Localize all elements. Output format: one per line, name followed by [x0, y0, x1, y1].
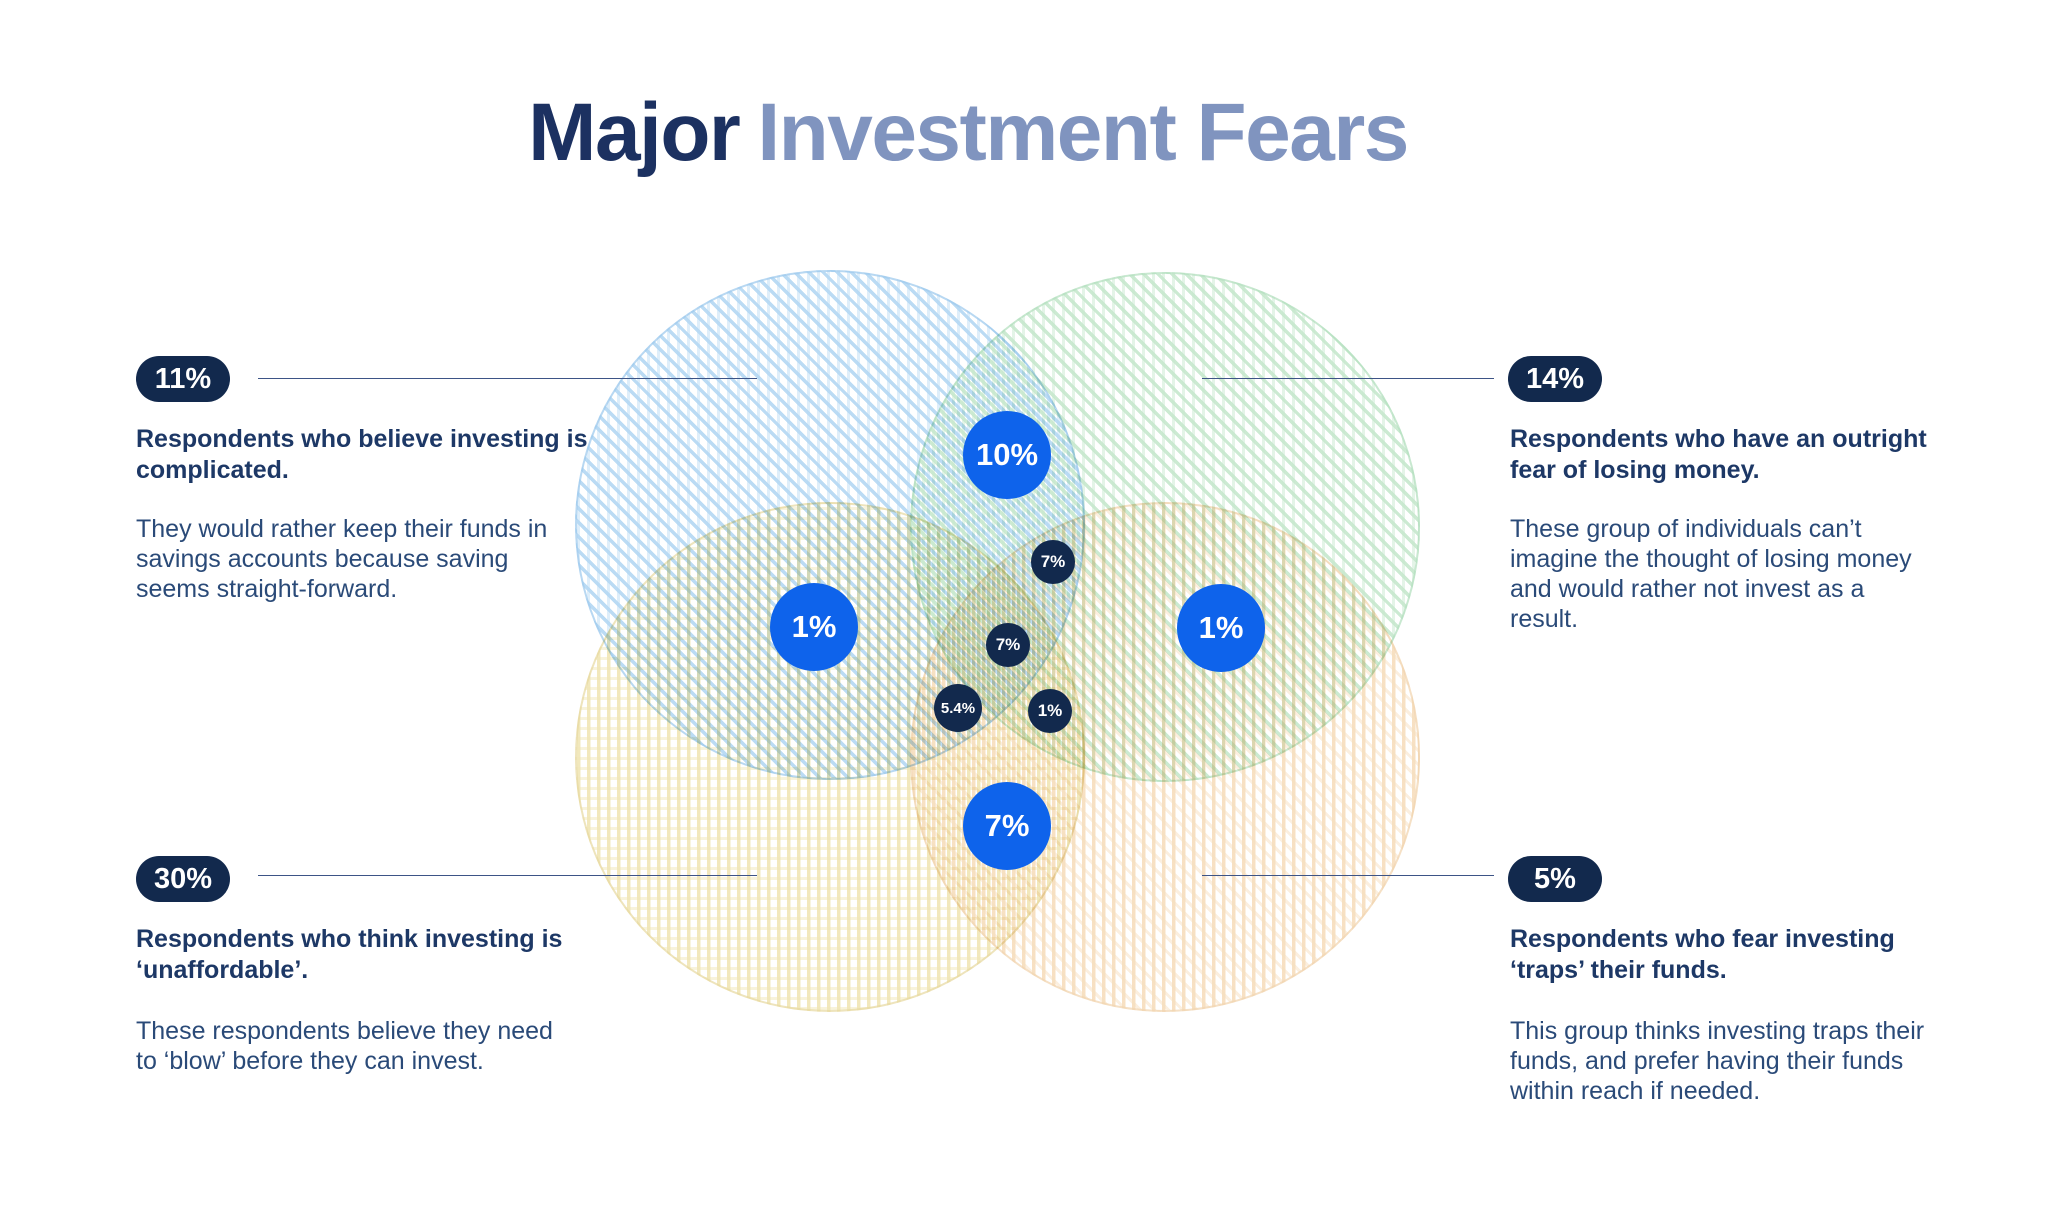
callout-heading-unaffordable: Respondents who think investing is ‘unaf…: [136, 925, 563, 984]
page-title-rest: Investment Fears: [757, 87, 1409, 178]
callout-heading-complicated: Respondents who believe investing is com…: [136, 425, 588, 484]
overlap-bubble-10pct: 10%: [963, 411, 1051, 499]
callout-body-traps-funds: This group thinks investing traps their …: [1510, 1017, 1925, 1105]
callout-heading-traps-funds: Respondents who fear investing ‘traps’ t…: [1510, 925, 1895, 984]
overlap-bubble-7pct-small-center: 7%: [986, 623, 1030, 667]
overlap-bubble-5-4pct: 5.4%: [934, 684, 982, 732]
overlap-bubble-7pct-bottom: 7%: [963, 782, 1051, 870]
overlap-bubble-1pct-left: 1%: [770, 583, 858, 671]
overlap-bubble-7pct-small-upper: 7%: [1031, 540, 1075, 584]
overlap-bubble-1pct-right: 1%: [1177, 584, 1265, 672]
stat-badge-losing-money: 14%: [1508, 356, 1602, 402]
stat-badge-unaffordable: 30%: [136, 856, 230, 902]
connector-line-traps-funds: [1202, 875, 1494, 876]
stat-badge-traps-funds: 5%: [1508, 856, 1602, 902]
venn-circle-traps-funds: [910, 502, 1420, 1012]
connector-line-complicated: [258, 378, 757, 379]
stat-badge-complicated: 11%: [136, 356, 230, 402]
page-title-emphasis: Major: [528, 87, 741, 178]
connector-line-losing-money: [1202, 378, 1494, 379]
callout-body-unaffordable: These respondents believe they need to ‘…: [136, 1017, 553, 1075]
overlap-bubble-1pct-small: 1%: [1028, 689, 1072, 733]
callout-body-losing-money: These group of individuals can’t imagine…: [1510, 515, 1912, 633]
connector-line-unaffordable: [258, 875, 757, 876]
callout-heading-losing-money: Respondents who have an outright fear of…: [1510, 425, 1927, 484]
callout-body-complicated: They would rather keep their funds in sa…: [136, 515, 548, 603]
